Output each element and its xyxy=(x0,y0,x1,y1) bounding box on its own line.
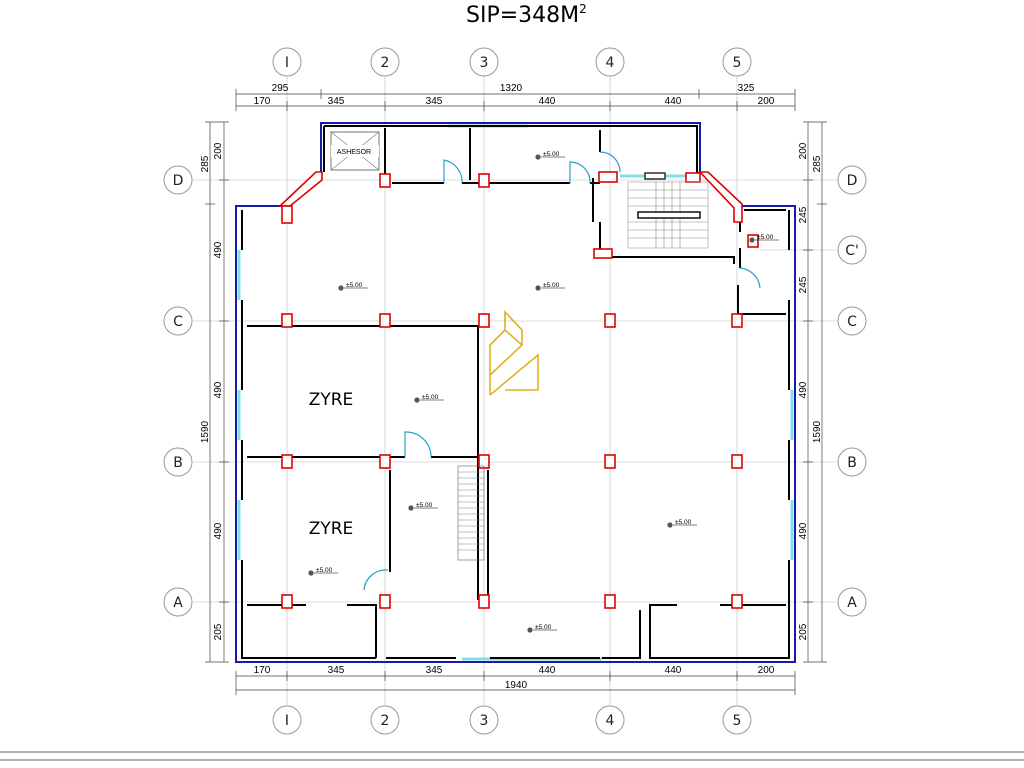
dim-top-outer-2: 1320 xyxy=(500,83,523,94)
axis-label-row-d-right: D xyxy=(847,173,858,189)
dim-bottom-inner-6: 200 xyxy=(758,665,775,676)
elevation-marker-2: ±5.00 xyxy=(749,234,779,243)
elevation-marker-7: ±5.00 xyxy=(667,519,697,528)
walls xyxy=(241,125,790,659)
dim-left-inner-3: 490 xyxy=(213,381,224,398)
elevation-marker-3: ±5.00 xyxy=(338,282,368,291)
axis-label-col-4-top: 4 xyxy=(606,55,615,71)
doors xyxy=(363,151,761,591)
elevation-markers: ±5.00 ±5.00 ±5.00 ±5.00 ±5.00 ±5.00 ±5.0… xyxy=(308,151,779,633)
corner-walls xyxy=(277,171,743,224)
axis-label-col-5-bottom: 5 xyxy=(733,713,742,729)
room-label-office-1: ZYRE xyxy=(309,390,354,410)
axis-label-col-3-top: 3 xyxy=(480,55,489,71)
elevation-marker-4: ±5.00 xyxy=(535,282,565,291)
dim-top-inner-2: 345 xyxy=(328,96,345,107)
dim-bottom-inner-4: 440 xyxy=(539,665,556,676)
dim-left-outer-1: 285 xyxy=(200,155,211,172)
dim-right-inner-5: 490 xyxy=(798,522,809,539)
elevation-label-8: ±5.00 xyxy=(316,567,333,574)
axis-label-col-2-top: 2 xyxy=(381,55,390,71)
room-label-office-2: ZYRE xyxy=(309,519,354,539)
dim-bottom-inner-1: 170 xyxy=(254,665,271,676)
dim-left-inner-1: 200 xyxy=(213,142,224,159)
dim-left-inner-2: 490 xyxy=(213,241,224,258)
dim-right-inner-1: 200 xyxy=(798,142,809,159)
secondary-stair xyxy=(457,465,485,561)
ramp-sketch xyxy=(489,309,539,396)
elevation-label-5: ±5.00 xyxy=(422,394,439,401)
elevator-shaft: ASHESOR xyxy=(330,131,380,171)
axis-label-row-a-left: A xyxy=(173,595,183,611)
dimension-lines-bottom: 170 345 345 440 440 200 1940 xyxy=(235,665,796,695)
axis-label-row-c-prime-right: C' xyxy=(845,243,859,259)
dim-top-outer-3: 325 xyxy=(738,83,755,94)
dim-right-inner-2: 245 xyxy=(798,206,809,223)
axis-label-col-1-top: I xyxy=(285,55,289,71)
axis-bubbles-top: I 2 3 4 5 xyxy=(272,47,752,77)
elevator-label: ASHESOR xyxy=(337,149,371,156)
axis-label-col-3-bottom: 3 xyxy=(480,713,489,729)
main-stair xyxy=(627,172,709,249)
axis-bubbles-bottom: I 2 3 4 5 xyxy=(272,705,752,735)
elevation-label-4: ±5.00 xyxy=(543,282,560,289)
dim-right-outer-2: 1590 xyxy=(812,420,823,443)
dim-bottom-total: 1940 xyxy=(505,680,528,691)
dim-bottom-inner-3: 345 xyxy=(426,665,443,676)
axis-label-col-5-top: 5 xyxy=(733,55,742,71)
dim-bottom-inner-2: 345 xyxy=(328,665,345,676)
dim-right-inner-6: 205 xyxy=(798,623,809,640)
axis-label-row-a-right: A xyxy=(847,595,857,611)
dim-top-inner-3: 345 xyxy=(426,96,443,107)
dim-right-outer-1: 285 xyxy=(812,155,823,172)
axis-label-row-d-left: D xyxy=(173,173,184,189)
dim-bottom-inner-5: 440 xyxy=(665,665,682,676)
dim-top-inner-6: 200 xyxy=(758,96,775,107)
elevation-label-3: ±5.00 xyxy=(346,282,363,289)
elevation-marker-1: ±5.00 xyxy=(535,151,565,160)
dim-top-inner-1: 170 xyxy=(254,96,271,107)
dim-left-inner-4: 490 xyxy=(213,522,224,539)
elevation-label-2: ±5.00 xyxy=(757,234,774,241)
dim-right-inner-4: 490 xyxy=(798,381,809,398)
elevation-marker-6: ±5.00 xyxy=(408,502,438,511)
axis-bubbles-right: D C' C B A xyxy=(837,165,867,617)
dim-right-inner-3: 245 xyxy=(798,276,809,293)
elevation-label-1: ±5.00 xyxy=(543,151,560,158)
elevation-marker-5: ±5.00 xyxy=(414,394,444,403)
elevation-label-9: ±5.00 xyxy=(535,624,552,631)
axis-bubbles-left: D C B A xyxy=(163,165,193,617)
axis-label-row-b-right: B xyxy=(847,455,857,471)
dim-top-inner-5: 440 xyxy=(665,96,682,107)
dim-left-inner-5: 205 xyxy=(213,623,224,640)
dim-top-inner-4: 440 xyxy=(539,96,556,107)
elevation-marker-8: ±5.00 xyxy=(308,567,338,576)
elevation-marker-9: ±5.00 xyxy=(527,624,557,633)
dimension-lines-left: 285 1590 200 490 490 490 205 xyxy=(200,121,229,663)
dim-top-outer-1: 295 xyxy=(272,83,289,94)
axis-label-col-1-bottom: I xyxy=(285,713,289,729)
dim-left-outer-2: 1590 xyxy=(200,420,211,443)
axis-label-row-b-left: B xyxy=(173,455,183,471)
dimension-lines-right: 285 1590 200 245 245 490 490 205 xyxy=(798,121,827,663)
elevation-label-7: ±5.00 xyxy=(675,519,692,526)
axis-label-row-c-right: C xyxy=(847,314,857,330)
elevation-label-6: ±5.00 xyxy=(416,502,433,509)
grid-lines xyxy=(193,76,838,707)
plan-title: SIP=348M2 xyxy=(466,2,587,28)
axis-label-col-4-bottom: 4 xyxy=(606,713,615,729)
axis-label-row-c-left: C xyxy=(173,314,183,330)
dimension-lines-top: 295 1320 325 170 345 345 440 440 200 xyxy=(235,83,796,111)
axis-label-col-2-bottom: 2 xyxy=(381,713,390,729)
